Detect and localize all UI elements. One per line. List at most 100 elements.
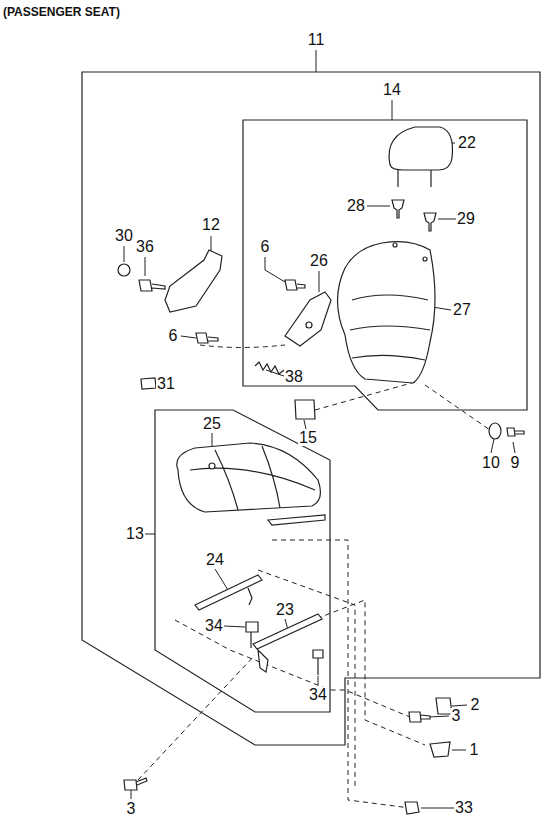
part-shape [409,712,430,722]
group-outline [155,410,330,712]
dashed-assembly-line [258,570,355,790]
leader-line [145,534,155,535]
part-shape [118,264,130,276]
callout-number: 34 [308,687,328,703]
part-shape [350,295,430,360]
part-shape [177,443,321,512]
part-shape [255,362,284,374]
callout-number: 31 [156,376,176,392]
callout-number: 1 [469,742,480,758]
callout-number: 13 [125,526,145,542]
callout-number: 6 [260,239,271,255]
leader-line [211,236,212,252]
part-shape [424,213,436,231]
leader-line [224,626,245,627]
part-shape [209,463,215,469]
callout-number: 29 [456,211,476,227]
leader-line [266,370,284,376]
diagram-title: (PASSENGER SEAT) [3,5,120,19]
callout-number: 38 [284,369,304,385]
part-shape [489,423,501,439]
part-shape [285,280,305,290]
callout-number: 34 [204,618,224,634]
part-shape [398,170,431,187]
leader-line [513,442,515,453]
callout-number: 24 [205,552,225,568]
callout-number: 22 [457,135,477,151]
part-shape [389,127,452,170]
part-shape [338,242,436,383]
part-shape [139,280,165,291]
dashed-assembly-line [200,345,285,348]
leader-line [316,50,317,72]
leader-line [367,206,390,207]
part-shape [196,333,218,343]
callout-number: 3 [126,801,137,817]
part-shape [295,400,315,419]
leader-line [124,246,125,262]
leader-line [181,336,196,338]
part-shape [190,446,315,510]
callout-number: 11 [307,32,326,48]
leader-line [428,716,449,717]
dashed-assembly-line [300,600,425,745]
leader-line [131,790,132,799]
part-shape [285,292,331,346]
part-shape [430,742,450,757]
part-shape [118,127,524,814]
part-shape [306,322,312,328]
leader-line [438,219,456,220]
callout-number: 36 [135,239,155,255]
part-shape [165,250,222,312]
callout-number: 28 [346,198,366,214]
dashed-assembly-line [315,382,415,410]
leader-line [124,50,515,808]
leader-line [491,439,494,453]
part-shape [248,588,252,605]
part-shape [253,614,322,649]
leader-line [304,420,306,429]
callout-number: 10 [481,455,501,471]
part-shape [392,200,404,218]
part-shape [405,802,419,814]
leader-line [215,569,228,590]
callout-number: 26 [309,253,329,269]
dashed-assembly-line [272,540,410,808]
leader-line [265,257,285,282]
callout-number: 6 [168,328,179,344]
leader-line [319,271,320,292]
dashed-assembly-line [175,620,410,717]
part-shape [393,243,397,247]
group-outline [82,72,540,745]
part-shape [423,257,427,261]
callout-number: 12 [201,217,221,233]
part-shape [507,428,524,436]
leader-line [145,257,146,276]
callout-number: 30 [114,228,134,244]
callout-number: 33 [454,800,474,816]
leader-line [452,705,467,706]
callout-number: 14 [382,82,402,98]
callout-number: 15 [298,430,318,446]
part-shape [124,778,147,790]
leader-line [318,676,319,685]
callout-number: 3 [451,708,462,724]
callout-number: 2 [470,697,481,713]
part-shape [246,622,258,648]
dashed-assembly-line [138,345,490,808]
leader-line [452,750,466,751]
part-shape [195,575,262,610]
callout-number: 23 [275,602,295,618]
callout-number: 25 [202,416,222,432]
leader-line [421,808,455,809]
part-shape [258,650,268,672]
group-outline [82,72,540,745]
dashed-assembly-line [138,655,255,780]
group-outline [243,120,527,410]
leader-line [392,100,393,120]
dashed-assembly-line [425,385,490,430]
callout-number: 27 [452,302,472,318]
callout-number: 9 [510,455,521,471]
